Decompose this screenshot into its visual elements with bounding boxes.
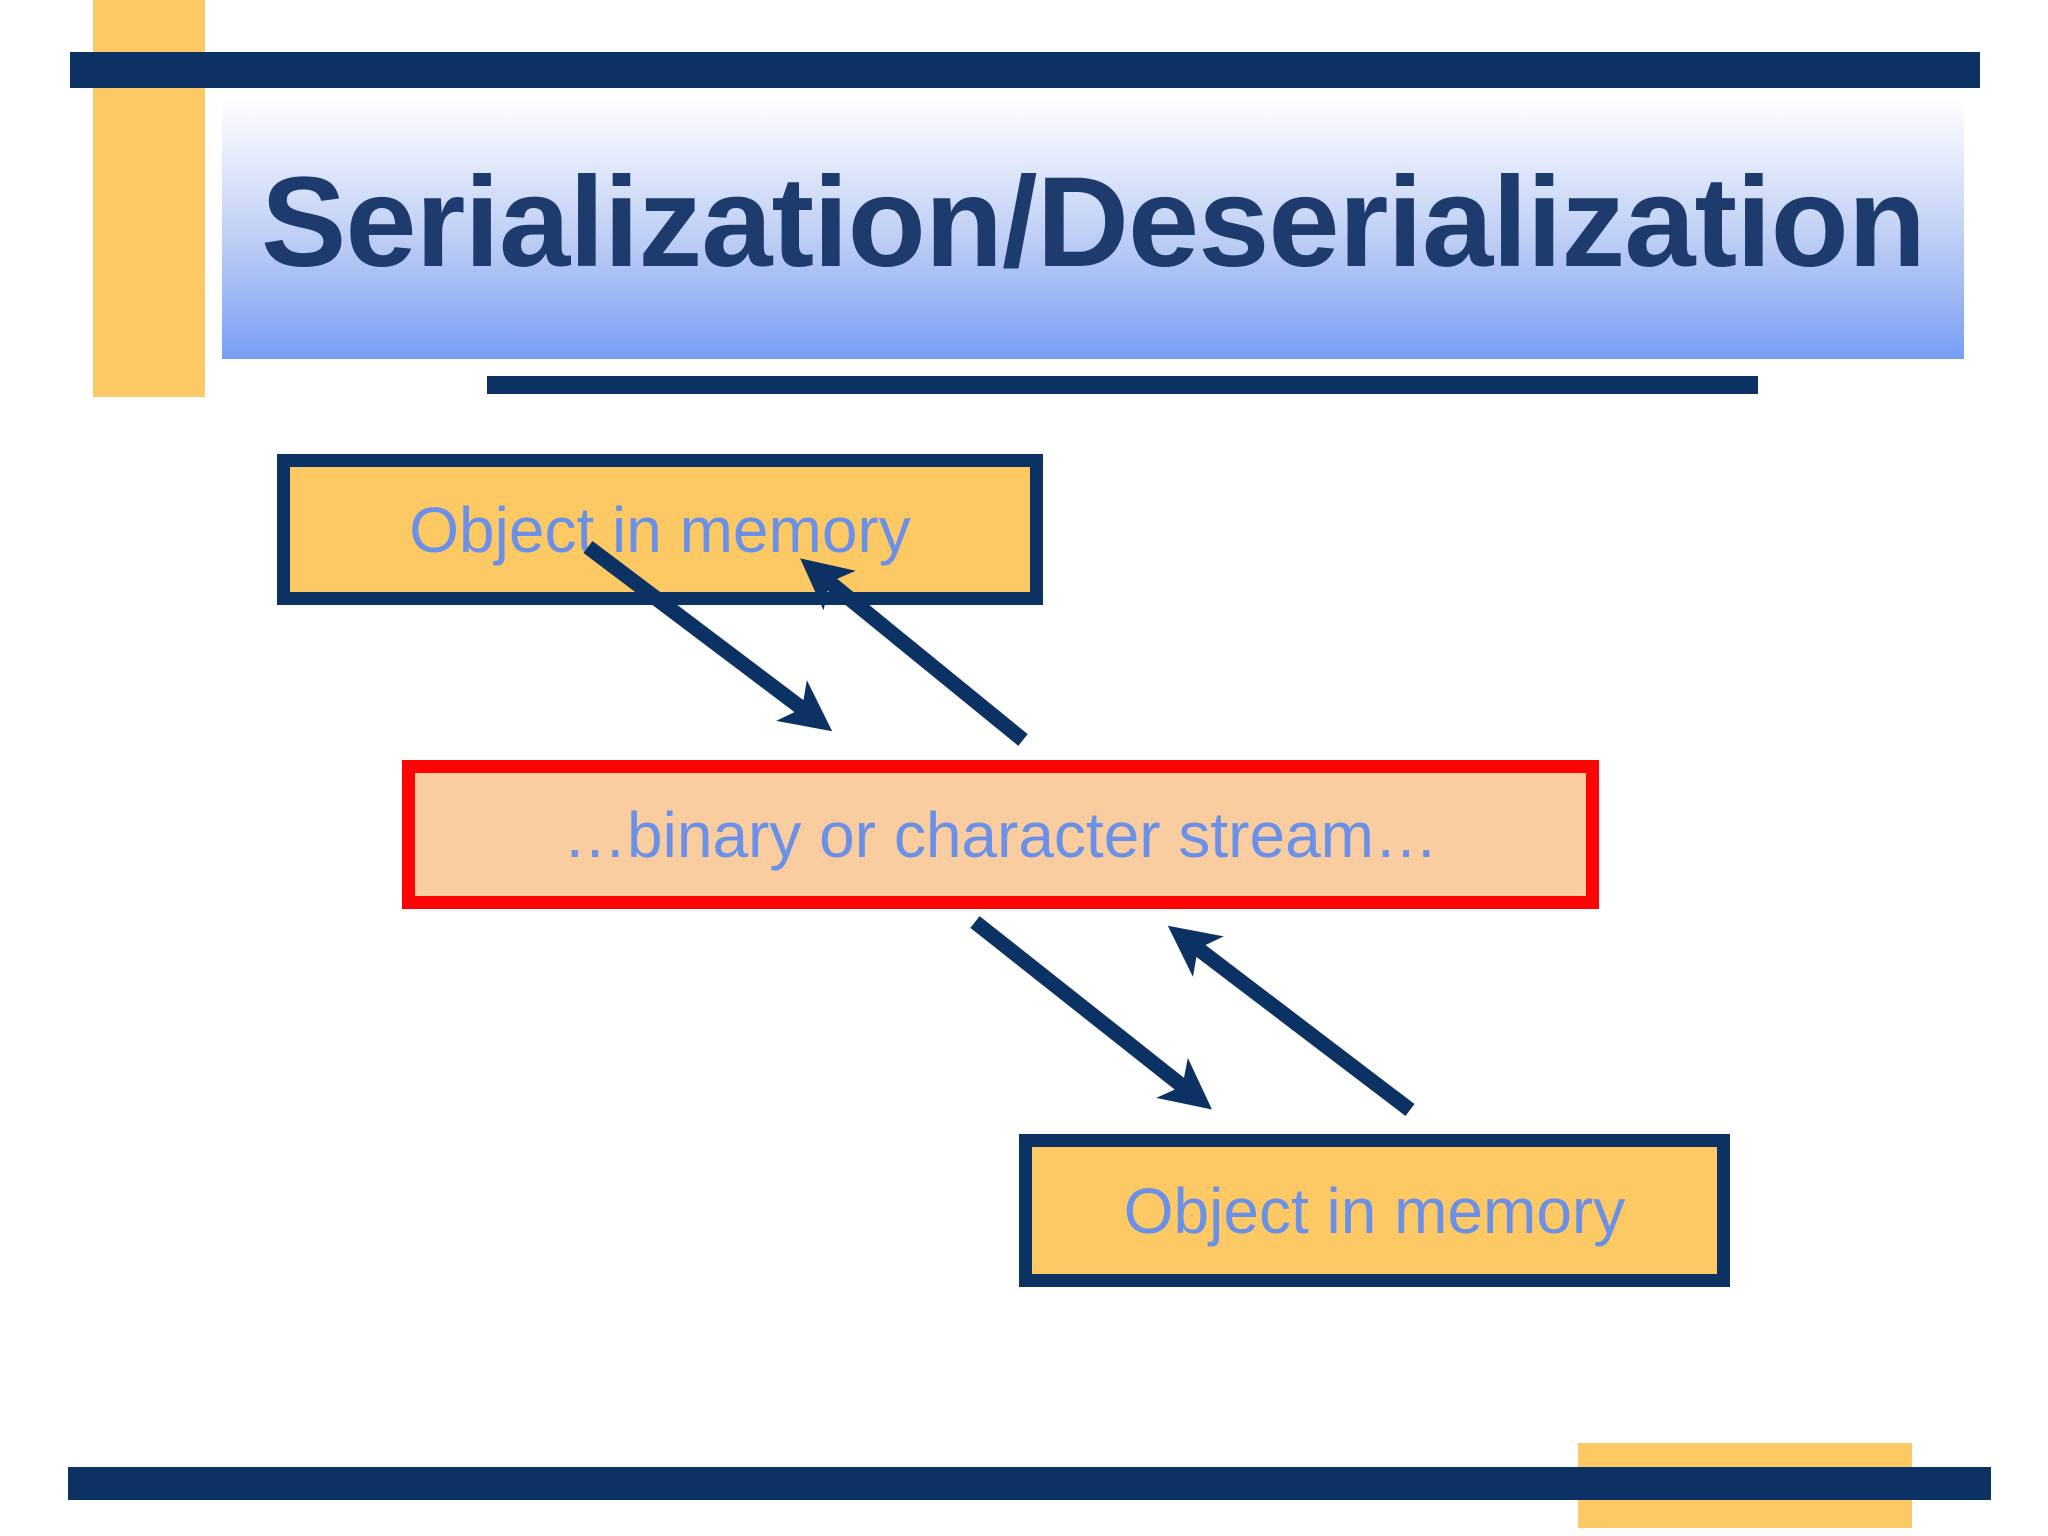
- object-in-memory-bottom-box: Object in memory: [1019, 1134, 1730, 1287]
- page-title: Serialization/Deserialization: [261, 151, 1926, 294]
- title-underline-bar: [487, 376, 1758, 394]
- title-banner: Serialization/Deserialization: [222, 98, 1964, 359]
- top-divider-bar: [70, 52, 1980, 88]
- stream-box: …binary or character stream…: [402, 760, 1599, 909]
- stream-box-label: …binary or character stream…: [563, 798, 1438, 871]
- bottom-divider-bar: [68, 1467, 1991, 1500]
- bottom-deserialize-arrow: [1167, 925, 1415, 1116]
- bottom-serialize-arrow: [970, 916, 1212, 1110]
- object-in-memory-top-label: Object in memory: [409, 493, 911, 566]
- object-in-memory-bottom-label: Object in memory: [1123, 1174, 1626, 1247]
- object-in-memory-top-box: Object in memory: [277, 454, 1043, 605]
